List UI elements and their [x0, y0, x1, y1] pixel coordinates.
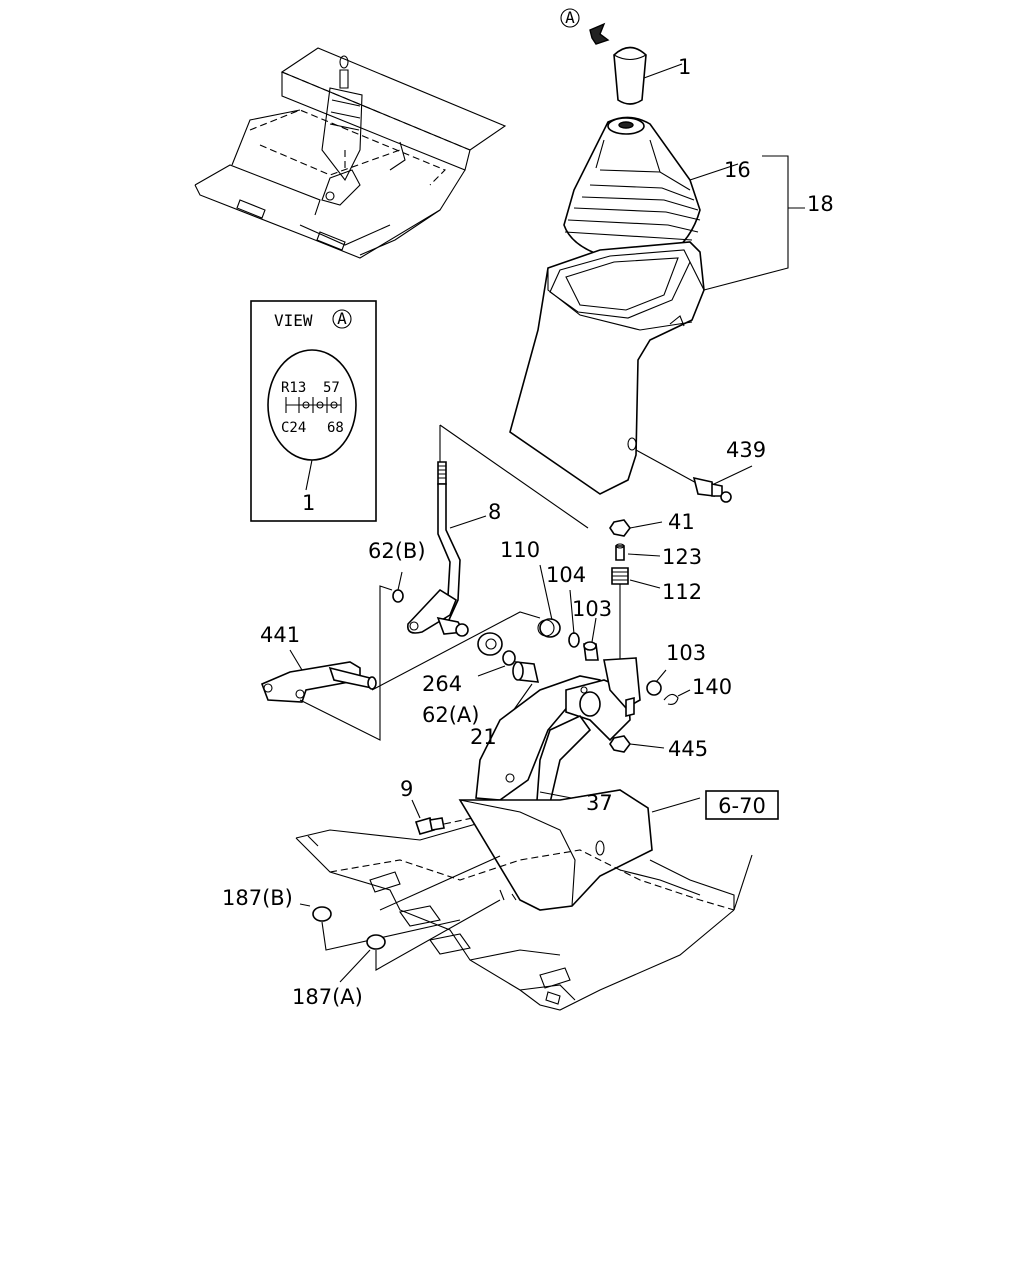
callout-123: 123: [662, 545, 702, 569]
callout-264: 264: [422, 672, 462, 696]
bushing-103-lower: [646, 669, 667, 696]
callout-445: 445: [668, 737, 708, 761]
view-a-marker: A: [337, 309, 347, 328]
washer-104: [568, 589, 580, 648]
callout-187a: 187(A): [292, 985, 363, 1009]
shift-boot: [563, 116, 739, 261]
floor-overview: [194, 47, 507, 259]
callout-441: 441: [260, 623, 300, 647]
bushing-103-upper: [583, 617, 599, 661]
clip-140: [663, 689, 691, 705]
plug-187b: [299, 903, 461, 951]
console-cover: [509, 155, 805, 495]
callout-140: 140: [692, 675, 732, 699]
callout-187b: 187(B): [222, 886, 293, 910]
view-a-callout: 1: [302, 491, 315, 515]
bushing-62a: [477, 650, 516, 677]
callout-16: 16: [724, 158, 751, 182]
callout-8: 8: [488, 500, 501, 524]
reference-label: 6-70: [718, 794, 766, 818]
callout-18: 18: [807, 192, 834, 216]
plug-187a: [339, 899, 501, 983]
view-a-direction-marker: A: [560, 8, 610, 45]
callout-104: 104: [546, 563, 586, 587]
leader-187: [379, 855, 501, 911]
callout-21: 21: [470, 725, 497, 749]
callout-439: 439: [726, 438, 766, 462]
view-a-title: VIEW: [274, 311, 313, 330]
spring-110: [537, 564, 561, 638]
view-a-panel: VIEW A R13 57 C24 68 1: [250, 300, 377, 522]
bolt-439: [635, 449, 753, 503]
callout-103-lower: 103: [666, 641, 706, 665]
callout-41: 41: [668, 510, 695, 534]
callout-110: 110: [500, 538, 540, 562]
floor-panel: [295, 789, 753, 1011]
pin-123: [615, 543, 661, 561]
bushing-21: [507, 661, 540, 719]
shift-pattern-top-right: 57: [323, 380, 340, 396]
shift-lever: [406, 424, 589, 637]
shift-pattern-bottom-left: C24: [281, 420, 306, 436]
callout-62b: 62(B): [368, 539, 426, 563]
nut-445: [609, 735, 665, 753]
callout-1: 1: [678, 55, 691, 79]
shift-pattern-top-left: R13: [281, 380, 306, 396]
callout-9: 9: [400, 777, 413, 801]
callout-62a: 62(A): [422, 703, 479, 727]
sleeve-112: [611, 567, 661, 690]
shift-knob: [613, 46, 683, 105]
view-marker-letter: A: [565, 8, 575, 27]
callout-labels: 1 16 18 439 8 41 123 112 62(B) 110 104 1…: [222, 55, 834, 1009]
callout-103-upper: 103: [572, 597, 612, 621]
bushing-62b: [392, 571, 404, 603]
shift-pattern-bottom-right: 68: [327, 420, 344, 436]
nut-41: [609, 519, 663, 537]
callout-112: 112: [662, 580, 702, 604]
lever-bracket-441: [260, 585, 541, 741]
washer-264: [477, 632, 503, 656]
shift-pattern-icon: [285, 397, 342, 413]
reference-box: 6-70: [705, 790, 779, 820]
callout-37: 37: [586, 791, 613, 815]
